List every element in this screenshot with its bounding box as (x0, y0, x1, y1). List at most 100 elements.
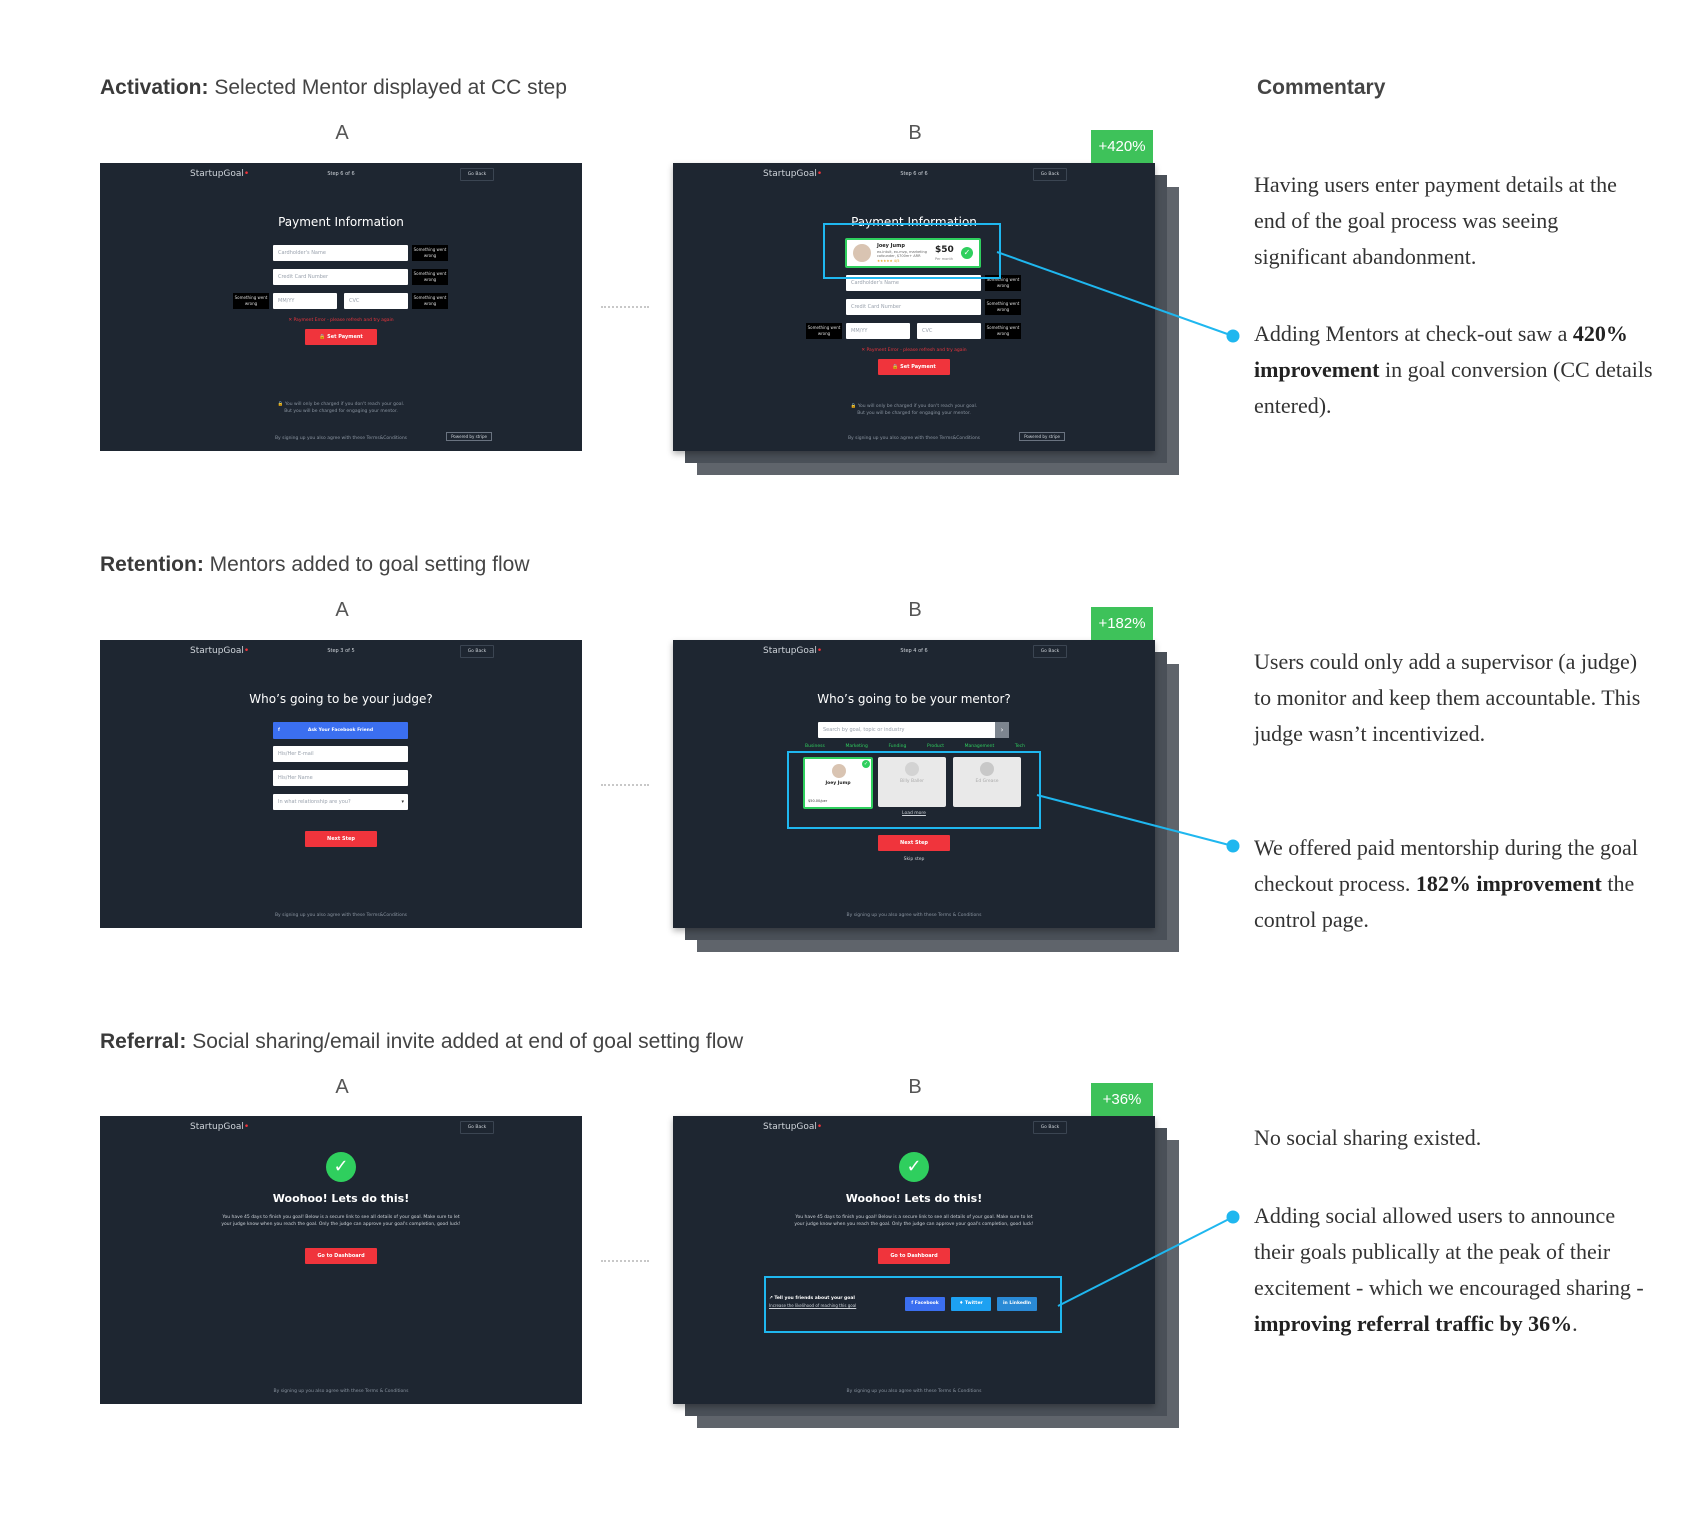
callout-dot (1226, 839, 1240, 853)
linkedin-icon: in (1003, 1301, 1010, 1306)
go-back-button[interactable]: Go Back (1033, 1121, 1067, 1134)
terms-link[interactable]: By signing up you also agree with these … (846, 1389, 982, 1394)
mentor-avatar (853, 244, 871, 262)
go-back-button[interactable]: Go Back (460, 645, 494, 658)
variant-b-label: B (908, 599, 922, 621)
next-step-button[interactable]: Next Step (878, 835, 950, 851)
mentor-rating: ★★★★★ 4/5 (877, 259, 900, 263)
card-number-input[interactable]: Credit Card Number (273, 269, 408, 285)
variant-a-label: A (335, 1076, 349, 1098)
cardholder-input[interactable]: Cardholder's Name (273, 245, 408, 261)
callout-dot (1226, 1210, 1240, 1224)
error-tooltip: Something went wrong (985, 299, 1021, 315)
load-more-link[interactable]: Load more (902, 811, 926, 816)
search-arrow-button[interactable]: › (995, 722, 1009, 738)
next-step-button[interactable]: Next Step (305, 831, 377, 847)
highlight-box (787, 751, 1041, 829)
screenshot-activation-a: StartupGoal• Step 6 of 6 Go Back Payment… (100, 163, 582, 451)
error-tooltip: Something went wrong (412, 293, 448, 309)
terms-link[interactable]: By signing up you also agree with these … (274, 913, 408, 918)
go-back-button[interactable]: Go Back (460, 168, 494, 181)
step-indicator: Step 4 of 6 (900, 648, 928, 654)
section-title-retention: Retention: Mentors added to goal setting… (100, 553, 530, 576)
selected-mentor-card[interactable]: Joey Jump ex-intuit, ex-mvp, marketing c… (845, 238, 981, 268)
step-indicator: Step 6 of 6 (900, 171, 928, 177)
cvc-input[interactable]: CVC (917, 323, 981, 339)
expiry-input[interactable]: MM/YY (846, 323, 910, 339)
mentor-card[interactable]: Ed Grease (953, 757, 1021, 807)
screenshot-retention-b: StartupGoal• Step 4 of 6 Go Back Who’s g… (673, 640, 1155, 928)
body-text-2: your judge know when you reach the goal.… (794, 1222, 1034, 1227)
facebook-share-button[interactable]: f Facebook (905, 1297, 945, 1311)
page-heading: Who’s going to be your judge? (249, 692, 433, 706)
relationship-select[interactable]: In what relationship are you?▾ (273, 794, 408, 810)
charge-note-2: But you will be charged for engaging you… (284, 409, 398, 414)
charge-note-2: But you will be charged for engaging you… (857, 411, 971, 416)
card-number-input[interactable]: Credit Card Number (846, 299, 981, 315)
terms-link[interactable]: By signing up you also agree with these … (847, 436, 981, 441)
go-back-button[interactable]: Go Back (460, 1121, 494, 1134)
skip-step-link[interactable]: Skip step (903, 857, 925, 862)
commentary-text: No social sharing existed. (1254, 1125, 1482, 1150)
error-tooltip: Something went wrong (412, 269, 448, 285)
filter-tabs: Business Marketing Funding Product Manag… (805, 744, 1025, 749)
filter-tab[interactable]: Marketing (845, 744, 868, 749)
commentary-result: Adding social allowed users to announce … (1254, 1203, 1644, 1336)
name-input[interactable]: His/Her Name (273, 770, 408, 786)
share-subtitle-link[interactable]: Increase the likelihood of reaching this… (769, 1303, 857, 1308)
variant-b-label: B (908, 122, 922, 144)
twitter-share-button[interactable]: ♦ Twitter (951, 1297, 991, 1311)
variant-b-label: B (908, 1076, 922, 1098)
cvc-input[interactable]: CVC (344, 293, 408, 309)
mentor-name: Billy Baller (900, 779, 924, 784)
linkedin-share-button[interactable]: in LinkedIn (997, 1297, 1037, 1311)
screenshot-retention-a: StartupGoal• Step 3 of 5 Go Back Who’s g… (100, 640, 582, 928)
go-to-dashboard-button[interactable]: Go to Dashboard (878, 1248, 950, 1264)
mentor-search-input[interactable]: Search by goal, topic or industry (818, 722, 998, 738)
brand-logo: StartupGoal• (763, 1122, 823, 1132)
go-back-button[interactable]: Go Back (1033, 168, 1067, 181)
screenshot-referral-a: StartupGoal• Go Back ✓ Woohoo! Lets do t… (100, 1116, 582, 1404)
lift-badge: +420% (1091, 130, 1153, 163)
error-tooltip: Something went wrong (412, 245, 448, 261)
filter-tab[interactable]: Management (964, 744, 995, 749)
mentor-description: ex-intuit, ex-mvp, marketing cofounder, … (877, 250, 927, 258)
filter-tab[interactable]: Product (926, 744, 945, 749)
brand-logo: StartupGoal• (190, 646, 250, 656)
email-input[interactable]: His/Her E-mail (273, 746, 408, 762)
set-payment-button[interactable]: 🔒 Set Payment (305, 329, 377, 345)
dotted-connector (601, 784, 649, 786)
step-indicator: Step 6 of 6 (327, 171, 355, 177)
dotted-connector (601, 306, 649, 308)
mentor-avatar (905, 762, 919, 776)
terms-link[interactable]: By signing up you also agree with these … (273, 1389, 409, 1394)
mentor-card[interactable]: Billy Baller (878, 757, 946, 807)
filter-tab[interactable]: Funding (888, 744, 907, 749)
mentor-name: Joey Jump (825, 781, 851, 786)
error-tooltip: Something went wrong (233, 293, 269, 309)
mentor-card-selected[interactable]: ✓ Joey Jump $50.00/per (803, 757, 873, 809)
filter-tab[interactable]: Business (805, 744, 825, 749)
payment-error: ✕ Payment Error - please refresh and try… (288, 318, 394, 323)
go-to-dashboard-button[interactable]: Go to Dashboard (305, 1248, 377, 1264)
share-prompt: ↗ Tell you friends about your goal Incre… (769, 1296, 879, 1308)
set-payment-button[interactable]: 🔒 Set Payment (878, 359, 950, 375)
page-heading: Woohoo! Lets do this! (272, 1192, 410, 1205)
commentary-text: Having users enter payment details at th… (1254, 172, 1617, 269)
stripe-badge: Powered by stripe (1019, 432, 1065, 441)
success-check-icon: ✓ (326, 1152, 356, 1182)
screenshot-referral-b: StartupGoal• Go Back ✓ Woohoo! Lets do t… (673, 1116, 1155, 1404)
filter-tab[interactable]: Tech (1014, 744, 1025, 749)
highlight-box (764, 1276, 1062, 1333)
terms-link[interactable]: By signing up you also agree with these … (846, 913, 982, 918)
cardholder-input[interactable]: Cardholder's Name (846, 275, 981, 291)
highlight-box (823, 223, 1001, 279)
error-tooltip: Something went wrong (985, 323, 1021, 339)
terms-link[interactable]: By signing up you also agree with these … (274, 436, 408, 441)
mentor-name: Joey Jump (877, 243, 905, 249)
commentary-heading: Commentary (1257, 76, 1386, 99)
per-month-label: Per month (935, 257, 954, 261)
go-back-button[interactable]: Go Back (1033, 645, 1067, 658)
expiry-input[interactable]: MM/YY (273, 293, 337, 309)
